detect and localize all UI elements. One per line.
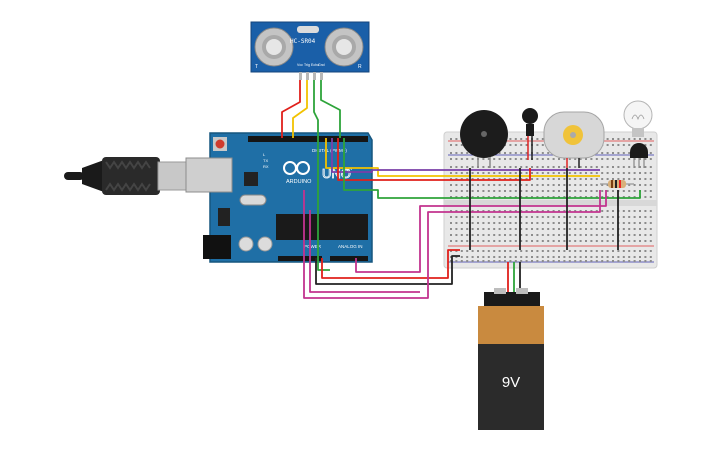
wire-sensor-gnd (320, 80, 341, 138)
usb-jack (185, 157, 233, 193)
arduino-brand: ARDUINO (286, 179, 312, 185)
sensor-transducer-left (254, 27, 294, 67)
sensor-pin-echo: Echo (311, 63, 319, 67)
sensor-pin-vcc: Vcc (297, 63, 303, 67)
sensor-crystal (297, 26, 319, 33)
arduino-logo-icon (283, 161, 310, 175)
wire-5v-red (321, 249, 460, 279)
l-label: L (263, 152, 266, 157)
sensor-transducer-right (324, 27, 364, 67)
power-header (278, 256, 322, 261)
battery-top-band (478, 306, 544, 344)
wires (281, 80, 641, 299)
battery-label: 9V (502, 374, 520, 391)
analog-label: ANALOG IN (338, 244, 363, 249)
wire-magenta-2 (355, 190, 607, 273)
sensor-pin-gnd: Gnd (318, 63, 325, 67)
digital-header (248, 136, 368, 142)
wire-magenta-1 (303, 190, 601, 299)
digital-label: DIGITAL (PWM~) (312, 148, 347, 153)
sensor-side-left: T (255, 64, 258, 70)
wire-digital-green (343, 138, 641, 199)
breadboard[interactable] (443, 131, 658, 269)
sensor-pin-trig: Trig (304, 63, 310, 67)
resistor[interactable] (600, 180, 634, 188)
sensor-side-right: R (358, 64, 362, 70)
power-label: POWER (304, 244, 322, 249)
vibration-motor[interactable] (522, 108, 538, 160)
wire-magenta-3 (309, 210, 420, 293)
sensor-model: HC-SR04 (290, 38, 316, 45)
wire-digital-purple (331, 138, 600, 173)
analog-header (330, 256, 368, 261)
tx-label: TX (263, 158, 268, 163)
piezo-buzzer[interactable] (460, 110, 508, 168)
wire-gnd-black (315, 255, 460, 285)
battery-9v[interactable]: 9V (478, 288, 544, 430)
wire-digital-red (337, 138, 531, 181)
rx-label: RX (263, 164, 269, 169)
dc-motor[interactable] (543, 111, 605, 168)
breadboard-center-gap (444, 200, 657, 206)
arduino-pcb (209, 132, 373, 263)
battery-terminal (484, 292, 540, 306)
battery-body (478, 344, 544, 430)
wire-digital-yellow (325, 138, 600, 177)
wire-sensor-vcc (281, 80, 301, 138)
atmega-chip (276, 214, 368, 240)
light-bulb[interactable] (623, 100, 653, 137)
ultrasonic-sensor[interactable]: HC-SR04 T R Vcc Trig Echo Gnd (250, 21, 370, 80)
dc-jack (203, 235, 231, 259)
transistor[interactable] (630, 143, 648, 168)
wire-sensor-trig (292, 80, 308, 138)
